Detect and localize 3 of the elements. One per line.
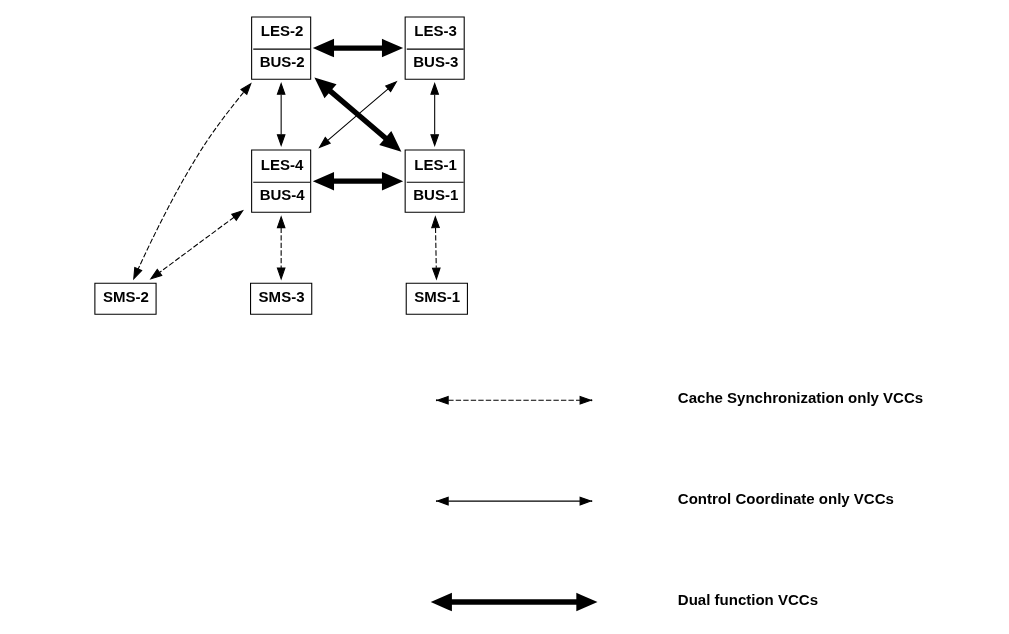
- legend-label: Dual function VCCs: [677, 590, 818, 608]
- legend-label: Control Coordinate only VCCs: [677, 490, 894, 508]
- legend-label: Cache Synchronization only VCCs: [677, 389, 923, 407]
